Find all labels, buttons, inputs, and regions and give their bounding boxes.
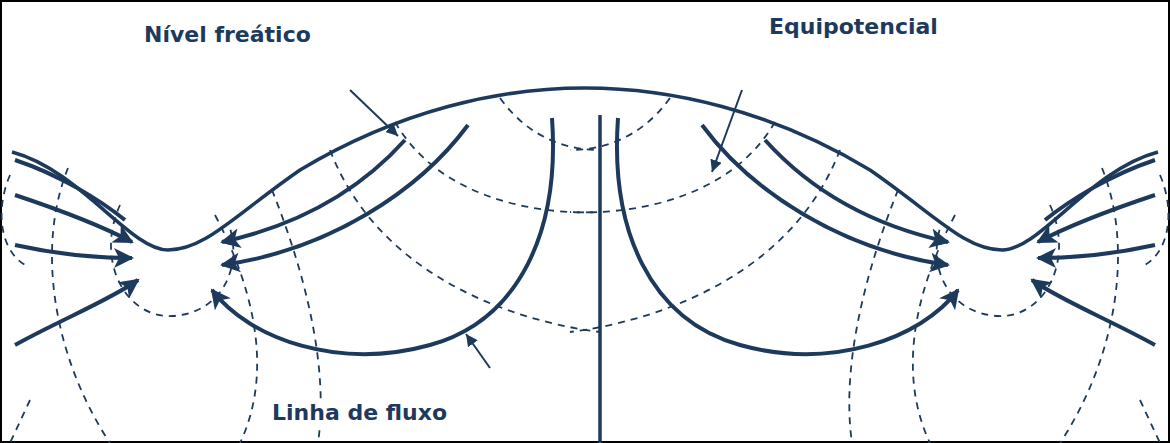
flow-line-label: Linha de fluxo — [268, 400, 451, 426]
equipotential-label: Equipotencial — [765, 14, 942, 40]
water-table-label: Nível freático — [140, 22, 315, 48]
